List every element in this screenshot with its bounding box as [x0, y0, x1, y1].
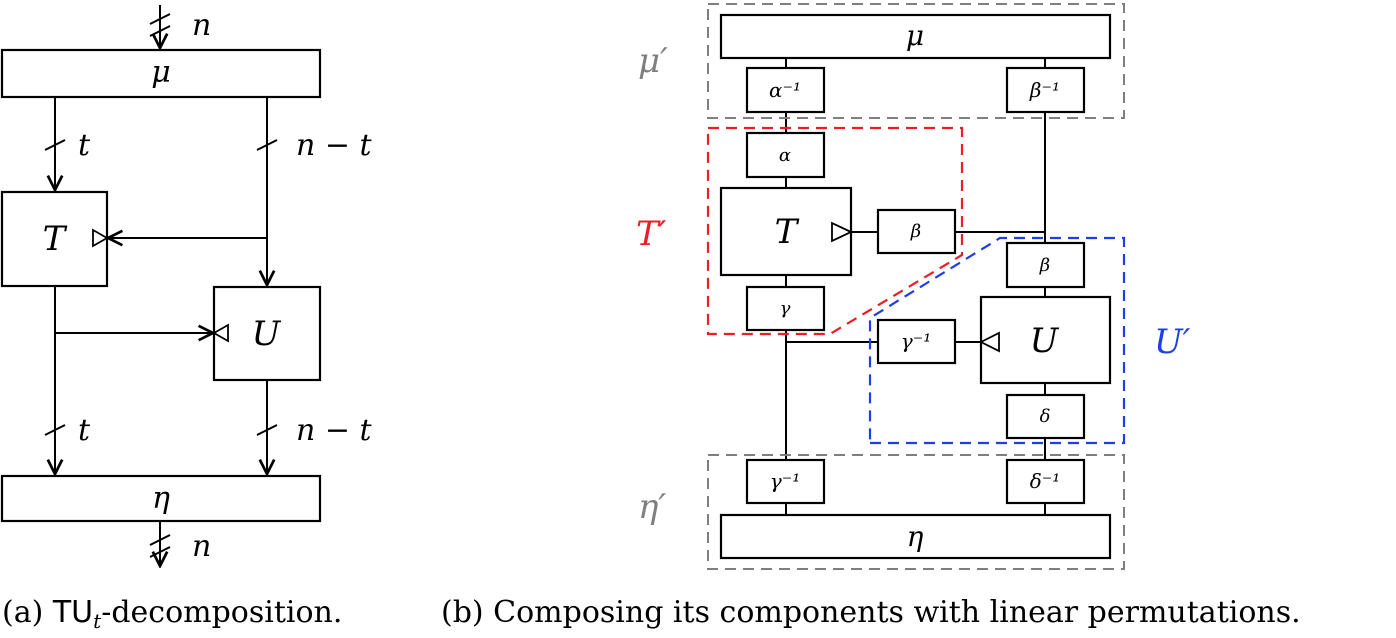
- gamma-inv-label-mid: γ⁻¹: [901, 329, 932, 353]
- u-label: U: [252, 314, 282, 354]
- mu-label-b: μ: [906, 19, 924, 52]
- panel-a: n μ t n − t T U t n − t η: [0, 5, 373, 633]
- gamma-box: [745, 285, 826, 332]
- gamma-inv-box-bottom: [745, 458, 826, 505]
- label-t-bottom: t: [78, 413, 91, 448]
- mu-prime-region: [707, 3, 1125, 119]
- caption-b: (b) Composing its components with linear…: [441, 595, 1301, 630]
- alpha-inv-box: [745, 66, 826, 114]
- eta-block-b: [719, 513, 1112, 560]
- caption-a: (a) TUt-decomposition.: [2, 595, 342, 633]
- label-in-n: n: [192, 8, 211, 43]
- u-block: [212, 285, 322, 382]
- delta-label: δ: [1040, 406, 1051, 427]
- beta-label-u: β: [1039, 255, 1050, 276]
- eta-label: η: [152, 481, 170, 516]
- eta-label-b: η: [907, 520, 924, 553]
- beta-inv-label: β⁻¹: [1029, 78, 1060, 102]
- gamma-inv-box-mid: [876, 318, 957, 365]
- mu-block: [0, 48, 322, 99]
- eta-prime-region: [707, 454, 1125, 570]
- delta-box: [1005, 393, 1086, 440]
- label-nt-top: n − t: [296, 128, 373, 163]
- delta-inv-box: [1005, 458, 1086, 505]
- beta-box-t: [876, 208, 957, 255]
- alpha-label: α: [779, 145, 791, 166]
- mu-prime-label: μ′: [638, 41, 668, 81]
- mu-label: μ: [151, 55, 171, 90]
- u-label-b: U: [1030, 321, 1060, 361]
- gamma-inv-label-bottom: γ⁻¹: [770, 469, 801, 493]
- beta-label-t: β: [910, 221, 921, 242]
- alpha-box: [745, 131, 826, 179]
- delta-inv-label: δ⁻¹: [1030, 469, 1061, 493]
- u-prime-region: [868, 236, 1126, 445]
- t-prime-region: [706, 126, 964, 336]
- t-prime-label: T′: [636, 214, 667, 254]
- u-prime-label: U′: [1154, 322, 1191, 362]
- t-label: T: [43, 219, 68, 259]
- label-t-top: t: [78, 128, 91, 163]
- beta-box-u: [1005, 241, 1086, 289]
- label-out-n: n: [192, 529, 211, 564]
- alpha-inv-label: α⁻¹: [769, 78, 801, 102]
- u-block-b: [979, 295, 1112, 385]
- gamma-label: γ: [780, 298, 791, 319]
- t-block: [0, 190, 109, 288]
- mu-block-b: [719, 13, 1112, 60]
- t-label-b: T: [775, 212, 800, 252]
- panel-b: μ α⁻¹ β⁻¹ α T β γ β γ⁻¹ U δ γ⁻¹: [441, 3, 1301, 630]
- beta-inv-box: [1005, 66, 1086, 114]
- label-nt-bottom: n − t: [296, 413, 373, 448]
- eta-prime-label: η′: [638, 487, 666, 527]
